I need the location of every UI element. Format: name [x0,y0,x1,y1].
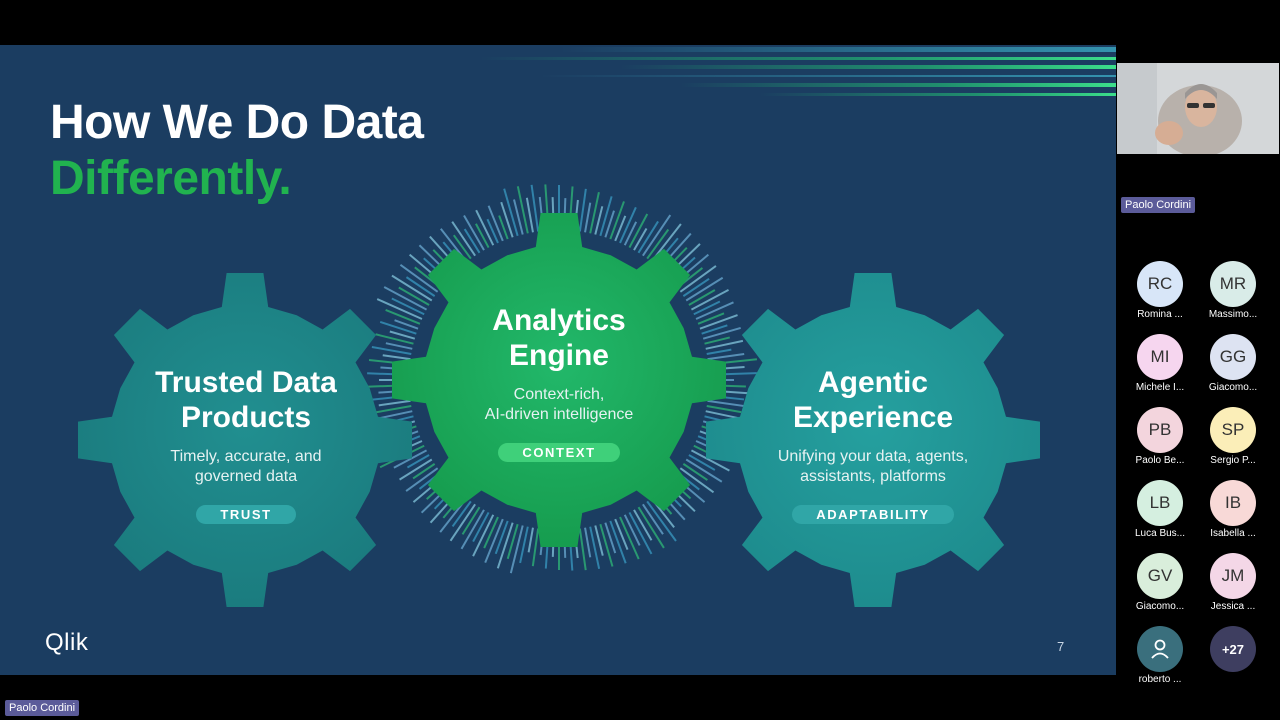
participant-tile[interactable]: roberto ... [1125,626,1195,685]
participant-tile[interactable]: SP Sergio P... [1198,407,1268,466]
gear-title-line1: Analytics [492,304,625,337]
ray-line [707,406,741,412]
ray-line [615,519,627,550]
ray-line [600,196,611,235]
presenter-video[interactable] [1117,63,1279,154]
ray-line [392,276,432,301]
ray-line [383,355,411,359]
ray-line [707,350,732,354]
participant-avatar: MR [1210,261,1256,307]
participant-name: Michele I... [1125,382,1195,393]
ray-line [484,517,498,548]
participant-avatar: GG [1210,334,1256,380]
gear-title-line1: Agentic [818,366,928,399]
ray-line [625,222,636,245]
ray-line [580,189,586,232]
trust-tag: TRUST [196,505,295,524]
participant-tile[interactable]: GV Giacomo... [1125,553,1195,612]
participant-name: roberto ... [1125,674,1195,685]
participant-name: Isabella ... [1198,528,1268,539]
participant-tile[interactable]: LB Luca Bus... [1125,480,1195,539]
ray-line [529,528,533,553]
qlik-logo: Qlik [45,629,88,657]
gear-desc-line1: Unifying your data, agents, [778,448,968,465]
participant-name: Paolo Be... [1125,455,1195,466]
ray-line [476,224,489,248]
participant-avatar: GV [1137,553,1183,599]
participant-tile[interactable]: IB Isabella ... [1198,480,1268,539]
participant-avatar: LB [1137,480,1183,526]
participant-avatar: JM [1210,553,1256,599]
ray-line [634,228,647,250]
gear-title-line2: Experience [793,401,953,434]
gear-desc-line1: Context-rich, [514,386,605,403]
participant-avatar: RC [1137,261,1183,307]
ray-line [600,524,612,566]
ray-line [700,315,738,329]
participant-name: Massimo... [1198,309,1268,320]
participant-tile[interactable]: RC Romina ... [1125,261,1195,320]
participant-tile[interactable]: GG Giacomo... [1198,334,1268,393]
ray-line [638,507,663,548]
page-number: 7 [1057,639,1064,654]
ray-line [511,526,523,574]
gear-desc-line1: Timely, accurate, and [170,448,321,465]
presentation-slide: How We Do Data Differently. [0,45,1116,675]
gear-desc-line2: governed data [195,468,297,485]
participant-tile[interactable]: +27 [1198,626,1268,672]
gear-title-line2: Products [181,401,311,434]
ray-line [703,328,740,339]
ray-line [386,343,412,349]
participant-tile[interactable]: PB Paolo Be... [1125,407,1195,466]
ray-line [643,215,670,256]
participant-tile[interactable]: MI Michele I... [1125,334,1195,393]
ray-line [518,186,528,233]
gear-title-line2: Engine [509,339,609,372]
ray-line [413,464,435,479]
participant-avatar: PB [1137,407,1183,453]
participant-name: Giacomo... [1125,601,1195,612]
ray-line [527,198,533,232]
ray-line [465,229,480,253]
ray-line [501,202,512,237]
participant-name: Luca Bus... [1125,528,1195,539]
participant-avatar: IB [1210,480,1256,526]
person-icon [1137,626,1183,672]
participant-avatar: +27 [1210,626,1256,672]
participant-avatar: MI [1137,334,1183,380]
ray-line [496,521,508,554]
participant-avatar: SP [1210,407,1256,453]
context-tag: CONTEXT [498,443,619,462]
presenter-name-tag: Paolo Cordini [1121,197,1195,213]
gear-desc-line2: assistants, platforms [800,468,946,485]
participant-name: Giacomo... [1198,382,1268,393]
ray-line [610,201,624,239]
ray-line [580,529,586,571]
ray-line [708,354,745,359]
adaptability-tag: ADAPTABILITY [792,505,954,524]
ray-line [380,322,416,334]
participant-tile[interactable]: JM Jessica ... [1198,553,1268,612]
ray-line [379,401,411,405]
ray-line [585,528,590,558]
ray-line [585,203,590,233]
ray-line [533,529,538,567]
gear-desc-line2: AI-driven intelligence [485,406,634,423]
ray-line [694,302,720,315]
presenter-silhouette-icon [1117,63,1279,154]
participant-name: Sergio P... [1198,455,1268,466]
participant-tile[interactable]: MR Massimo... [1198,261,1268,320]
participant-name: Romina ... [1125,309,1195,320]
active-speaker-name-tag: Paolo Cordini [5,700,79,716]
ray-line [705,337,730,343]
gear-title-line1: Trusted Data [155,366,337,399]
participant-name: Jessica ... [1198,601,1268,612]
